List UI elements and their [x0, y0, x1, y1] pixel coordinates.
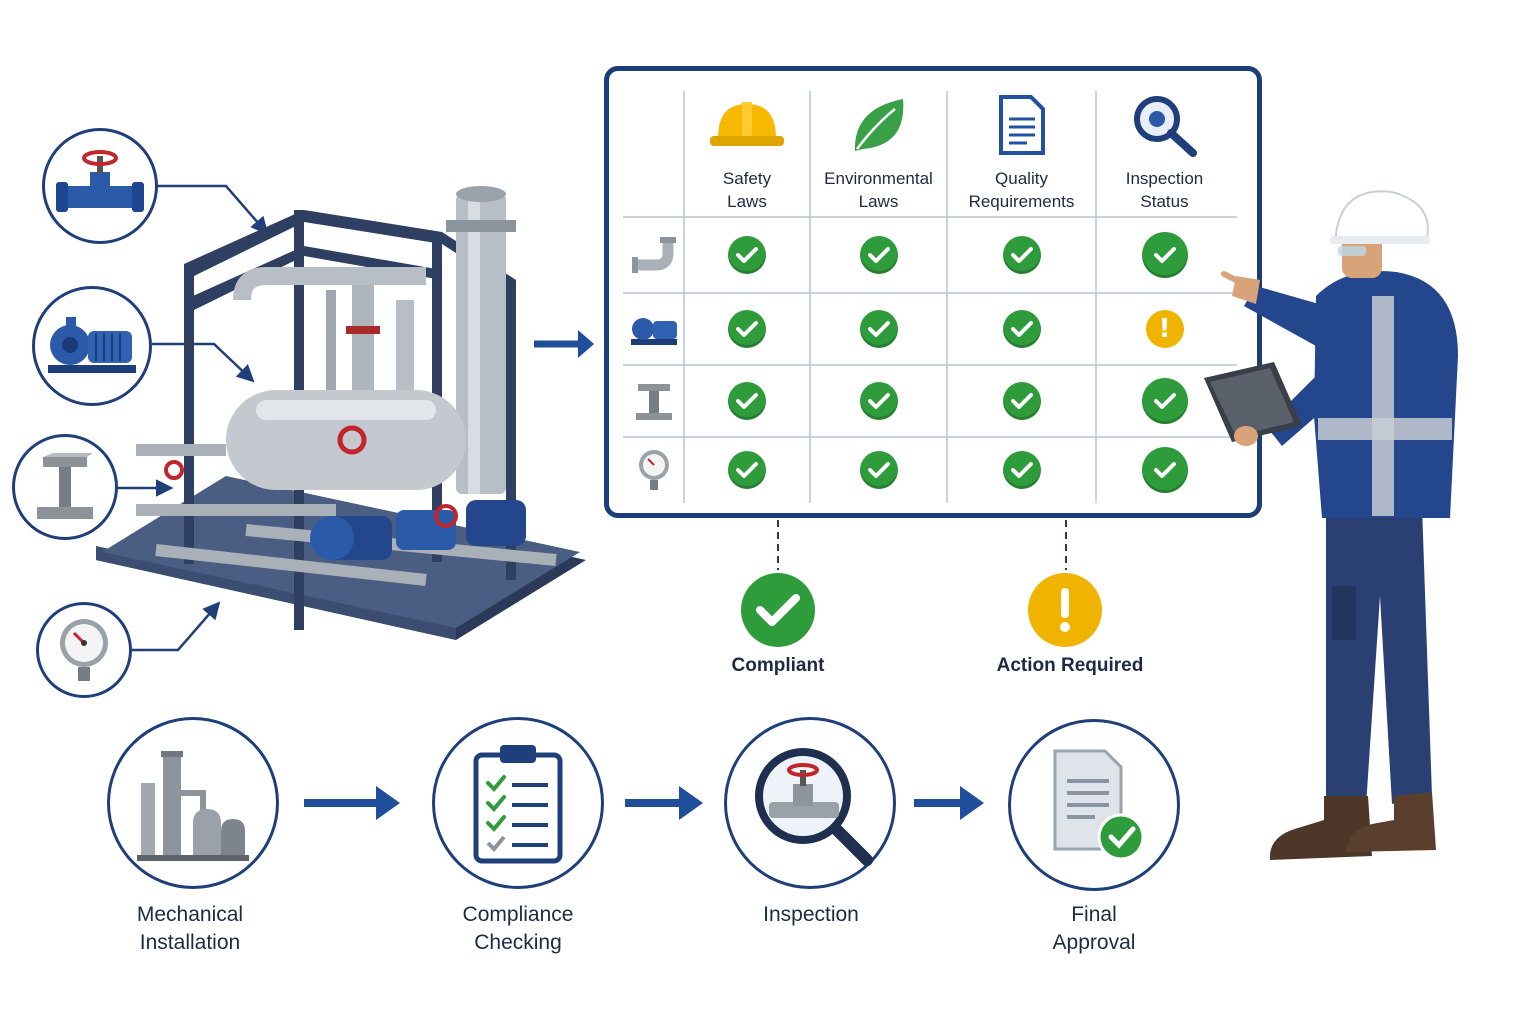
plant-icon — [137, 751, 249, 861]
compliant-check-icon — [859, 382, 898, 420]
pump-icon — [48, 317, 136, 373]
support-bracket-icon — [37, 453, 93, 519]
status-cell — [810, 217, 947, 293]
status-cell — [1096, 365, 1233, 437]
component-pump — [32, 286, 152, 406]
legend-action-label: Action Required — [996, 655, 1144, 676]
status-cell — [1096, 217, 1233, 293]
action-required-icon: ! — [1145, 310, 1184, 348]
checkmark-icon — [756, 594, 800, 626]
compliant-check-icon — [859, 310, 898, 348]
pressure-gauge-icon — [60, 619, 108, 681]
exclamation-icon — [1060, 588, 1070, 632]
status-cell — [947, 437, 1096, 503]
row-icon-pump — [623, 293, 684, 365]
column-label: Inspection Status — [1125, 169, 1204, 211]
component-gauge — [36, 602, 132, 698]
column-label: Quality Requirements — [968, 169, 1075, 211]
skid-equipment-illustration — [96, 186, 586, 640]
inspector-illustration — [1204, 190, 1458, 860]
leaf-icon — [854, 99, 903, 151]
column-header-environmental: Environmental Laws — [810, 71, 947, 221]
component-valve — [42, 128, 158, 244]
legend-action-badge — [1027, 572, 1103, 648]
column-label: Safety Laws — [722, 169, 772, 211]
magnifier-valve-icon — [755, 748, 873, 866]
step-label: Inspection — [763, 903, 859, 926]
column-header-inspection: Inspection Status — [1096, 71, 1233, 221]
document-icon — [998, 95, 1045, 155]
compliant-check-icon — [728, 236, 766, 274]
compliant-check-icon — [1002, 451, 1041, 489]
status-cell — [947, 293, 1096, 365]
clipboard-checklist-icon — [473, 745, 563, 864]
hard-hat-icon — [710, 102, 784, 146]
support-bracket-icon — [635, 384, 672, 420]
status-cell — [810, 437, 947, 503]
step-final-approval — [1008, 719, 1180, 891]
compliant-check-icon — [1141, 378, 1188, 424]
status-cell — [684, 217, 810, 293]
step-label: Mechanical Installation — [136, 903, 244, 954]
compliant-check-icon — [1002, 310, 1041, 348]
status-cell: ! — [1096, 293, 1233, 365]
compliant-check-icon — [728, 451, 766, 489]
column-header-quality: Quality Requirements — [947, 71, 1096, 221]
status-cell — [1096, 437, 1233, 503]
column-header-safety: Safety Laws — [684, 71, 810, 221]
status-cell — [810, 293, 947, 365]
legend-compliant-badge — [740, 572, 816, 648]
row-icon-gauge — [623, 437, 684, 503]
step-compliance-checking — [432, 717, 604, 889]
compliant-check-icon — [728, 310, 766, 348]
row-icon-pipe — [623, 217, 684, 293]
pipe-elbow-icon — [631, 237, 676, 273]
status-cell — [810, 365, 947, 437]
status-cell — [947, 217, 1096, 293]
compliant-check-icon — [1002, 382, 1041, 420]
status-cell — [684, 365, 810, 437]
status-cell — [947, 365, 1096, 437]
compliant-check-icon — [728, 382, 766, 420]
compliant-check-icon — [859, 236, 898, 274]
column-label: Environmental Laws — [824, 169, 933, 211]
step-inspection — [724, 717, 896, 889]
compliant-check-icon — [1002, 236, 1041, 274]
pump-icon — [630, 318, 677, 345]
compliant-check-icon — [1141, 232, 1188, 278]
legend-compliant-label: Compliant — [731, 655, 825, 676]
approved-document-icon — [1053, 749, 1145, 861]
magnifier-icon — [1133, 96, 1197, 157]
step-label: Final Approval — [1052, 903, 1136, 954]
step-label: Compliance Checking — [462, 903, 574, 954]
row-icon-support — [623, 365, 684, 437]
compliant-check-icon — [1141, 447, 1188, 493]
status-cell — [684, 437, 810, 503]
compliance-matrix-board: Safety Laws Environmental Laws Quality R… — [604, 66, 1262, 518]
step-mechanical-installation — [107, 717, 279, 889]
board-grid-lines — [623, 91, 1237, 503]
component-support — [12, 434, 118, 540]
compliant-check-icon — [859, 451, 898, 489]
pressure-gauge-icon — [638, 450, 669, 490]
valve-icon — [56, 150, 144, 212]
status-cell — [684, 293, 810, 365]
